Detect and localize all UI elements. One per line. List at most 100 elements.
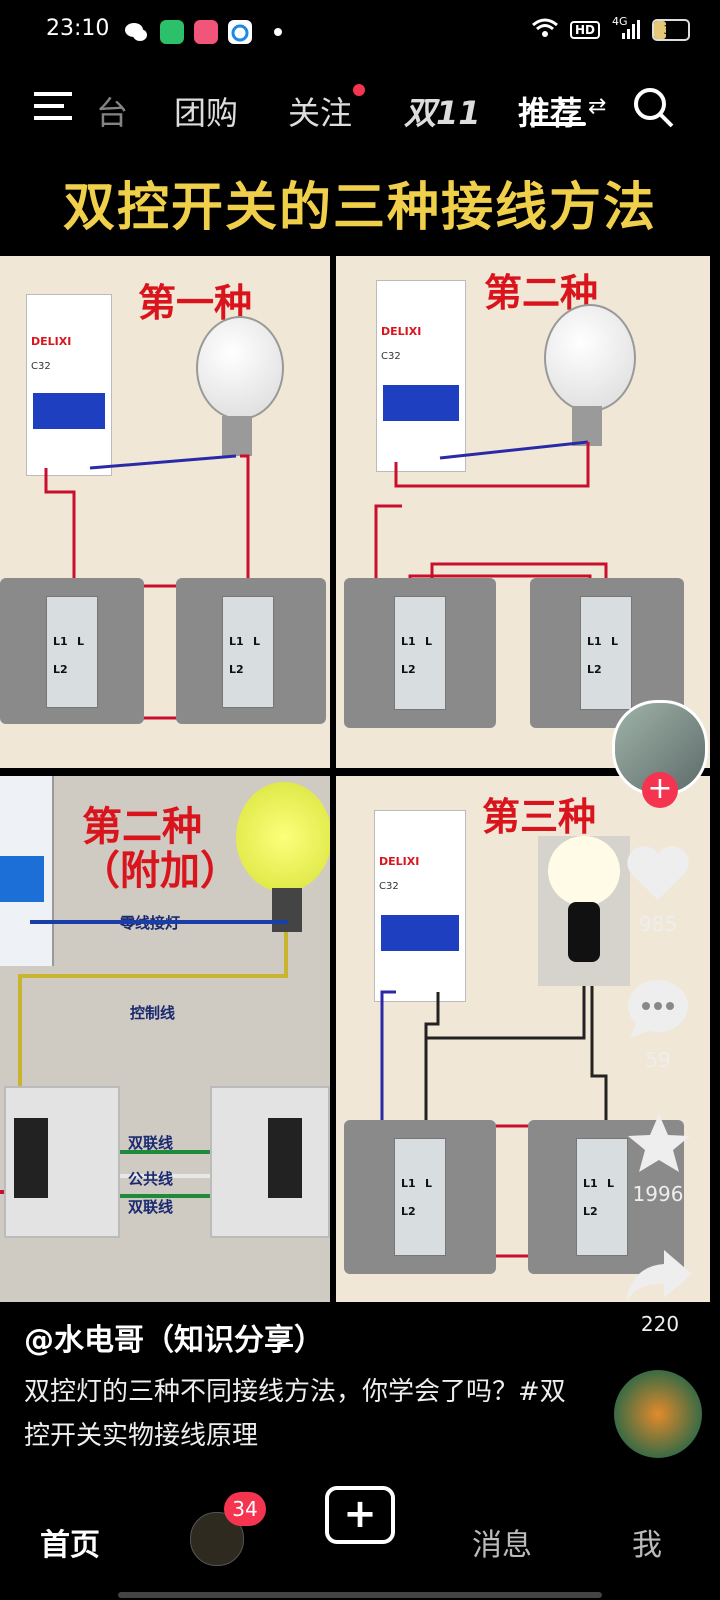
terminal-l: L bbox=[611, 635, 619, 648]
panel-method-2-extra: 第二种 （附加） 零线接灯 控制线 双联线 公共线 双联线 bbox=[0, 776, 330, 1302]
breaker-partial bbox=[0, 776, 54, 966]
more-notifications-dot bbox=[274, 28, 282, 36]
breaker-lever bbox=[0, 856, 44, 902]
terminal-l: L bbox=[77, 635, 85, 648]
breaker-lever bbox=[381, 915, 459, 951]
star-icon bbox=[628, 1114, 690, 1172]
breaker-lever bbox=[33, 393, 105, 429]
bottom-nav: 首页 消息 我 bbox=[0, 1470, 720, 1600]
bulb-base bbox=[222, 416, 252, 456]
switch-core-right: L1 L L2 bbox=[222, 596, 274, 708]
terminal-l1: L1 bbox=[587, 635, 602, 648]
like-count: 985 bbox=[638, 912, 678, 936]
photo-app-icon bbox=[194, 20, 218, 44]
battery-fill bbox=[654, 21, 666, 39]
breaker-brand: DELIXI bbox=[379, 855, 420, 868]
switch-core-left: L1 L L2 bbox=[394, 1138, 446, 1256]
circuit-breaker: DELIXI C32 bbox=[376, 280, 466, 472]
terminal-l2: L2 bbox=[401, 663, 416, 676]
like-button[interactable] bbox=[624, 842, 692, 906]
share-button[interactable] bbox=[624, 1246, 694, 1310]
nav-me[interactable]: 我 bbox=[632, 1528, 662, 1563]
terminal-l1: L1 bbox=[401, 635, 416, 648]
lit-bulb bbox=[236, 782, 330, 892]
breaker-brand: DELIXI bbox=[381, 325, 422, 338]
heart-icon bbox=[627, 846, 689, 900]
switch-block-left bbox=[14, 1118, 48, 1198]
top-nav: 台 团购 关注 双11 推荐 ⇄ bbox=[0, 64, 720, 154]
bulb-base bbox=[572, 406, 602, 446]
terminal-l1: L1 bbox=[583, 1177, 598, 1190]
tab-follow[interactable]: 关注 bbox=[288, 94, 353, 132]
bulb-backdrop bbox=[538, 836, 630, 986]
terminal-l2: L2 bbox=[229, 663, 244, 676]
tab-partial[interactable]: 台 bbox=[96, 94, 129, 132]
share-count: 220 bbox=[640, 1312, 680, 1336]
follow-button[interactable]: + bbox=[642, 772, 678, 808]
terminal-l2: L2 bbox=[587, 663, 602, 676]
active-tab-underline bbox=[530, 122, 586, 126]
follow-dot-badge bbox=[353, 84, 365, 96]
hd-indicator: HD bbox=[569, 21, 600, 39]
favorite-button[interactable] bbox=[626, 1112, 692, 1178]
create-post-button[interactable]: + bbox=[325, 1486, 395, 1544]
terminal-l1: L1 bbox=[229, 635, 244, 648]
link-wire-label-1: 双联线 bbox=[128, 1134, 174, 1152]
tab-recommend[interactable]: 推荐 bbox=[518, 94, 583, 132]
breaker-model: C32 bbox=[379, 881, 399, 892]
breaker-lever bbox=[383, 385, 459, 421]
breaker-brand: DELIXI bbox=[31, 335, 72, 348]
terminal-l1: L1 bbox=[53, 635, 68, 648]
panel-method-1: 第一种 DELIXI C32 L1 L L2 L1 L L2 bbox=[0, 256, 330, 768]
share-icon bbox=[626, 1250, 692, 1302]
status-time: 23:10 bbox=[46, 16, 110, 41]
link-wire-label-2: 双联线 bbox=[128, 1198, 174, 1216]
wechat-icon bbox=[124, 20, 148, 44]
swap-icon[interactable]: ⇄ bbox=[588, 94, 607, 119]
breaker-model: C32 bbox=[31, 361, 51, 372]
tab-double11[interactable]: 双11 bbox=[404, 94, 481, 132]
circuit-breaker: DELIXI C32 bbox=[26, 294, 112, 476]
terminal-l2: L2 bbox=[401, 1205, 416, 1218]
status-bar: 23:10 HD 4G 34 bbox=[0, 0, 720, 64]
switch-core-right: L1 L L2 bbox=[576, 1138, 628, 1256]
menu-icon[interactable] bbox=[34, 88, 74, 128]
terminal-l: L bbox=[425, 1177, 433, 1190]
breaker-model: C32 bbox=[381, 351, 401, 362]
comment-button[interactable] bbox=[626, 978, 690, 1044]
tab-group-buy[interactable]: 团购 bbox=[174, 94, 239, 132]
signal-icon: 4G bbox=[612, 15, 640, 41]
search-icon[interactable] bbox=[632, 86, 676, 134]
common-wire-label: 公共线 bbox=[128, 1170, 174, 1188]
switch-core-right: L1 L L2 bbox=[580, 596, 632, 710]
comment-icon bbox=[628, 980, 688, 1038]
music-disc-avatar[interactable] bbox=[614, 1370, 702, 1458]
control-wire-label: 控制线 bbox=[130, 1004, 176, 1022]
panel-3-subtitle: （附加） bbox=[80, 848, 240, 894]
terminal-l: L bbox=[253, 635, 261, 648]
terminal-l1: L1 bbox=[401, 1177, 416, 1190]
panel-3-title: 第二种 bbox=[82, 804, 202, 850]
status-right: HD 4G 34 bbox=[532, 15, 690, 42]
nav-messages[interactable]: 消息 bbox=[472, 1528, 532, 1563]
switch-core-left: L1 L L2 bbox=[46, 596, 98, 708]
comment-count: 59 bbox=[645, 1048, 671, 1072]
browser-app-icon bbox=[228, 20, 252, 44]
home-indicator bbox=[118, 1592, 602, 1598]
bulb-socket bbox=[568, 902, 600, 962]
author-name[interactable]: @水电哥（知识分享） bbox=[24, 1323, 324, 1358]
post-description[interactable]: 双控灯的三种不同接线方法，你学会了吗？#双控开关实物接线原理 bbox=[24, 1377, 566, 1451]
network-type: 4G bbox=[612, 15, 628, 28]
wifi-icon bbox=[532, 18, 558, 42]
switch-plate-left bbox=[4, 1086, 120, 1238]
messages-app-icon bbox=[160, 20, 184, 44]
circuit-breaker: DELIXI C32 bbox=[374, 810, 466, 1002]
switch-core-left: L1 L L2 bbox=[394, 596, 446, 710]
terminal-l: L bbox=[607, 1177, 615, 1190]
battery-indicator: 34 bbox=[652, 19, 690, 41]
terminal-l2: L2 bbox=[53, 663, 68, 676]
panel-method-2: 第二种 DELIXI C32 L1 L L2 L1 L L2 bbox=[336, 256, 710, 768]
switch-plate-right bbox=[210, 1086, 330, 1238]
nav-home[interactable]: 首页 bbox=[40, 1528, 100, 1563]
terminal-l2: L2 bbox=[583, 1205, 598, 1218]
